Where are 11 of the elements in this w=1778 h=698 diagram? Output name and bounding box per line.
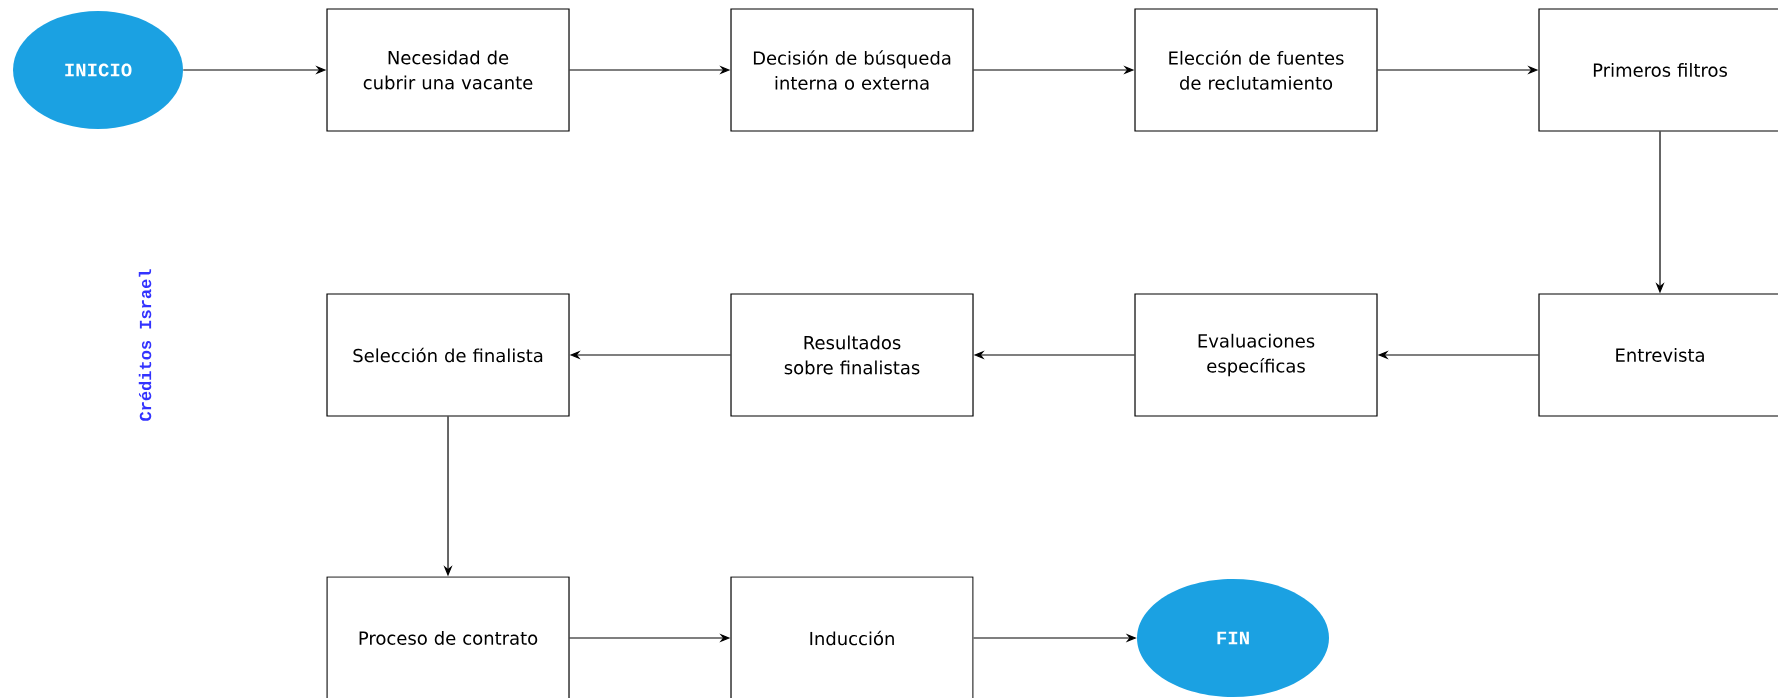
process-box: Inducción <box>730 576 974 698</box>
process-box: Selección de finalista <box>326 293 570 417</box>
process-box: Primeros filtros <box>1538 8 1778 132</box>
credit-text: Créditos Israel <box>138 269 152 421</box>
process-box: Elección de fuentes de reclutamiento <box>1134 8 1378 132</box>
process-box: Evaluaciones específicas <box>1134 293 1378 417</box>
process-box: Entrevista <box>1538 293 1778 417</box>
process-box: Necesidad de cubrir una vacante <box>326 8 570 132</box>
process-box: Resultados sobre finalistas <box>730 293 974 417</box>
process-box: Proceso de contrato <box>326 576 570 698</box>
process-box: Decisión de búsqueda interna o externa <box>730 8 974 132</box>
